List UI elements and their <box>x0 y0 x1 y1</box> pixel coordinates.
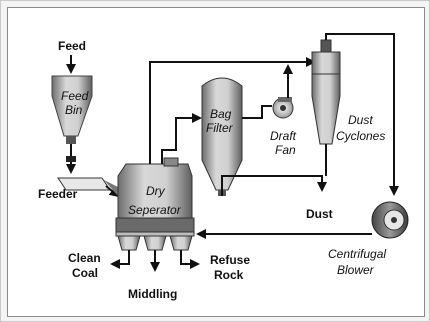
bag-filter-label-1: Bag <box>210 107 232 121</box>
middling-label: Middling <box>128 287 177 301</box>
bag-filter-to-fan-line <box>242 105 272 119</box>
draft-fan <box>272 97 294 119</box>
draft-fan-label-1: Draft <box>270 129 297 143</box>
separator-to-bag-filter-arrow <box>161 113 202 164</box>
bag-filter: Bag Filter <box>201 77 243 196</box>
dust-cyclone <box>311 39 341 145</box>
refuse-rock-label-1: Refuse <box>210 253 250 267</box>
feed-bin-label-1: Feed <box>61 89 89 103</box>
recycle-to-cyclone-arrow <box>149 57 316 164</box>
feeder-tray <box>57 177 111 191</box>
feed-bin-label-2: Bin <box>65 103 83 117</box>
clean-coal-arrow <box>110 250 130 269</box>
blower-label-1: Centrifugal <box>328 247 386 261</box>
refuse-rock-arrow <box>180 250 200 269</box>
cyclone-to-blower-arrow <box>325 33 399 196</box>
draft-fan-label-2: Fan <box>275 143 296 157</box>
dust-cyclones-label-1: Dust <box>348 113 373 127</box>
dry-separator-label-2: Seperator <box>128 203 182 217</box>
centrifugal-blower <box>371 201 409 239</box>
clean-coal-label-1: Clean <box>68 251 101 265</box>
dry-separator: Dry Seperator <box>115 157 195 251</box>
blower-label-2: Blower <box>337 263 375 277</box>
dust-cyclones-label-2: Cyclones <box>336 129 385 143</box>
feed-label: Feed <box>58 39 86 53</box>
bag-filter-dust-arrow <box>221 175 327 196</box>
bin-valve <box>66 156 76 162</box>
refuse-rock-label-2: Rock <box>214 268 244 282</box>
dust-label: Dust <box>306 207 333 221</box>
clean-coal-label-2: Coal <box>72 266 98 280</box>
bag-filter-label-2: Filter <box>206 121 234 135</box>
dry-separator-label-1: Dry <box>146 184 166 198</box>
feeder-to-separator-arrow <box>105 185 120 198</box>
feed-bin: Feed Bin <box>51 75 93 144</box>
